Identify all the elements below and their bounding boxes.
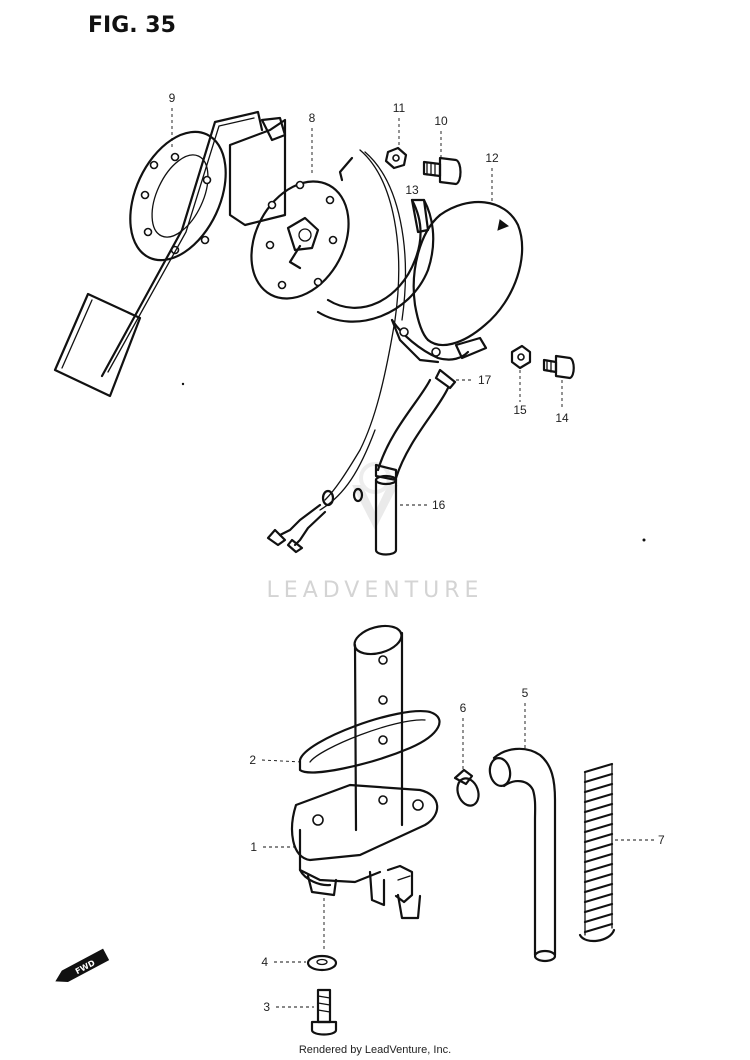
callout-17: 17 bbox=[456, 373, 492, 387]
callout-13: 13 bbox=[405, 183, 419, 197]
fuel-cock-standpipe bbox=[353, 624, 404, 832]
callout-11: 11 bbox=[393, 101, 406, 146]
svg-text:13: 13 bbox=[405, 183, 419, 197]
callout-4: 4 bbox=[261, 898, 325, 969]
part-16-hose bbox=[374, 378, 450, 556]
svg-text:9: 9 bbox=[169, 91, 176, 105]
part-5-fuel-hose bbox=[488, 747, 557, 963]
svg-text:16: 16 bbox=[432, 498, 446, 512]
part-12-cover bbox=[390, 200, 524, 364]
svg-text:11: 11 bbox=[393, 101, 406, 115]
svg-text:5: 5 bbox=[522, 686, 529, 700]
svg-text:7: 7 bbox=[658, 833, 665, 847]
svg-text:6: 6 bbox=[460, 701, 467, 715]
footer-credit: Rendered by LeadVenture, Inc. bbox=[299, 1044, 451, 1056]
svg-text:17: 17 bbox=[478, 373, 492, 387]
part-10-screw bbox=[422, 156, 462, 186]
callout-5: 5 bbox=[522, 686, 529, 748]
wire-harness bbox=[266, 149, 407, 554]
svg-text:10: 10 bbox=[434, 114, 448, 128]
speck bbox=[181, 382, 185, 386]
svg-text:12: 12 bbox=[485, 151, 499, 165]
callout-12: 12 bbox=[485, 151, 499, 202]
svg-text:14: 14 bbox=[555, 411, 569, 425]
svg-text:3: 3 bbox=[263, 1000, 270, 1014]
float-arm bbox=[53, 110, 264, 398]
callout-7: 7 bbox=[615, 833, 665, 847]
svg-text:2: 2 bbox=[249, 753, 256, 767]
part-4-washer bbox=[306, 954, 338, 972]
figure-title: FIG. 35 bbox=[88, 13, 176, 38]
part-1-fuel-cock-body bbox=[290, 783, 439, 920]
part-2-o-ring bbox=[298, 710, 441, 774]
callout-8: 8 bbox=[309, 111, 316, 175]
part-8-sender-unit bbox=[228, 116, 350, 300]
callout-1: 1 bbox=[250, 840, 296, 854]
part-9-gasket bbox=[129, 130, 227, 262]
svg-text:4: 4 bbox=[261, 955, 268, 969]
callout-10: 10 bbox=[434, 114, 448, 158]
callout-15: 15 bbox=[513, 370, 527, 417]
part-11-nut bbox=[384, 146, 408, 170]
callout-3: 3 bbox=[263, 1000, 314, 1014]
watermark-text: LEADVENTURE bbox=[267, 578, 484, 603]
callout-6: 6 bbox=[460, 701, 467, 770]
svg-text:15: 15 bbox=[513, 403, 527, 417]
speck bbox=[642, 538, 646, 542]
callout-9: 9 bbox=[169, 91, 176, 148]
svg-text:1: 1 bbox=[250, 840, 257, 854]
part-3-screw bbox=[310, 988, 338, 1036]
part-15-nut bbox=[510, 344, 532, 370]
forward-direction-badge: FWD bbox=[55, 948, 110, 983]
callout-2: 2 bbox=[249, 753, 303, 767]
callout-16: 16 bbox=[400, 498, 446, 512]
callout-14: 14 bbox=[555, 380, 569, 425]
part-14-screw bbox=[542, 354, 575, 380]
svg-text:8: 8 bbox=[309, 111, 316, 125]
part-7-spring bbox=[578, 762, 616, 943]
part-6-clamp bbox=[453, 768, 480, 807]
part-17-tube bbox=[434, 368, 457, 390]
